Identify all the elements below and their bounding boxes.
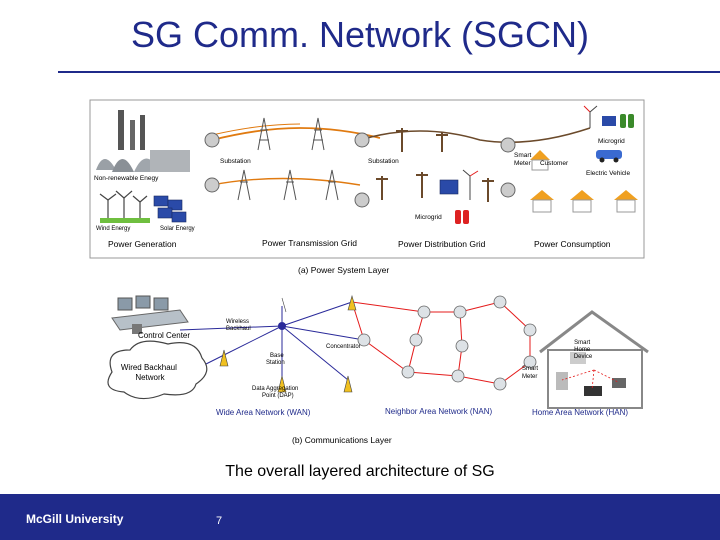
label-dap: Data Aggregation Point (DAP)	[252, 386, 300, 399]
label-microgrid-bottom: Microgrid	[415, 214, 442, 221]
label-smart-meter-power: Smart Meter	[514, 152, 533, 167]
label-han: Home Area Network (HAN)	[532, 408, 628, 417]
label-smart-meter-power-line1: Smart	[514, 152, 532, 159]
label-control-center: Control Center	[138, 331, 190, 340]
section-power-consumption: Power Consumption	[534, 239, 611, 249]
customer-house-icon	[530, 150, 638, 213]
footer-bar: McGill University 7	[0, 494, 720, 540]
figure-caption: The overall layered architecture of SG	[225, 463, 495, 480]
label-substation-1: Substation	[220, 158, 251, 165]
label-smart-home-device-line3: Device	[574, 354, 593, 360]
label-wired-backhaul-line1: Wired Backhaul	[121, 363, 177, 372]
label-solar-energy: Solar Energy	[160, 226, 195, 232]
smart-home-icon	[539, 310, 649, 409]
label-dap-line1: Data Aggregation	[252, 386, 298, 392]
label-smart-home-device: Smart Home Device	[574, 340, 593, 360]
label-base-station: Base Station	[266, 353, 285, 366]
page-number: 7	[216, 515, 223, 527]
section-power-generation: Power Generation	[108, 239, 177, 249]
microgrid-top-icon	[583, 105, 634, 128]
label-wireless-backhaul-line2: Backhaul	[226, 326, 251, 332]
label-smart-home-device-line2: Home	[574, 347, 591, 353]
antenna-icon	[219, 294, 357, 393]
transmission-line-upper	[211, 123, 301, 136]
slide-title: SG Comm. Network (SGCN)	[130, 14, 590, 55]
control-center-icon	[111, 295, 189, 334]
label-smart-meter-comm-line2: Meter	[522, 374, 537, 380]
substation-meter-icon	[204, 132, 516, 208]
communications-layer: Control Center Wired Backhaul Network Wi…	[107, 294, 649, 417]
grass-icon	[100, 218, 150, 223]
label-base-station-line1: Base	[270, 353, 284, 359]
nan-mesh-links	[351, 301, 531, 385]
section-power-distribution: Power Distribution Grid	[398, 239, 486, 249]
power-layer-frame	[89, 99, 645, 259]
comm-layer-caption: (b) Communications Layer	[292, 435, 392, 445]
label-smart-home-device-line1: Smart	[574, 340, 590, 346]
han-links	[561, 369, 619, 391]
label-wireless-backhaul-line1: Wireless	[226, 319, 249, 325]
wan-links	[179, 301, 365, 381]
power-system-layer: Microgrid Substation Substation Smart Me…	[89, 99, 645, 259]
microgrid-bottom-icon	[439, 169, 479, 224]
label-base-station-line2: Station	[266, 360, 285, 366]
label-wan: Wide Area Network (WAN)	[216, 408, 311, 417]
label-concentrator: Concentrator	[326, 344, 361, 350]
section-power-transmission: Power Transmission Grid	[262, 238, 357, 248]
label-wireless-backhaul: Wireless Backhaul	[226, 319, 251, 332]
label-non-renewable: Non-renewable Enegy	[94, 175, 159, 182]
label-dap-line2: Point (DAP)	[262, 393, 294, 399]
footer-organization: McGill University	[26, 512, 124, 526]
label-smart-meter-power-line2: Meter	[514, 160, 531, 167]
transmission-tower-icon	[237, 117, 339, 201]
label-microgrid-top: Microgrid	[598, 138, 625, 145]
label-wired-backhaul-line2: Network	[135, 373, 165, 382]
wireless-backhaul-icon	[278, 306, 286, 330]
label-nan: Neighbor Area Network (NAN)	[385, 407, 492, 416]
label-wind-energy: Wind Energy	[96, 226, 130, 232]
transmission-line-lower	[211, 177, 361, 186]
power-layer-caption: (a) Power System Layer	[298, 265, 389, 275]
solar-panel-icon	[153, 195, 187, 223]
title-divider	[58, 71, 720, 73]
factory-icon	[96, 110, 190, 172]
label-smart-meter-comm-line1: Smart	[522, 366, 538, 372]
transmission-line	[211, 127, 381, 141]
utility-pole-icon	[376, 128, 494, 202]
label-customer: Customer	[540, 160, 569, 167]
label-wired-backhaul: Wired Backhaul Network	[121, 363, 179, 382]
electric-vehicle-icon	[596, 150, 622, 163]
label-substation-2: Substation	[368, 158, 399, 165]
label-electric-vehicle: Electric Vehicle	[586, 170, 630, 177]
distribution-line	[359, 127, 591, 144]
label-smart-meter-comm: Smart Meter	[522, 366, 540, 380]
wired-backhaul-cloud	[107, 340, 208, 400]
smart-meter-icon	[357, 295, 537, 391]
